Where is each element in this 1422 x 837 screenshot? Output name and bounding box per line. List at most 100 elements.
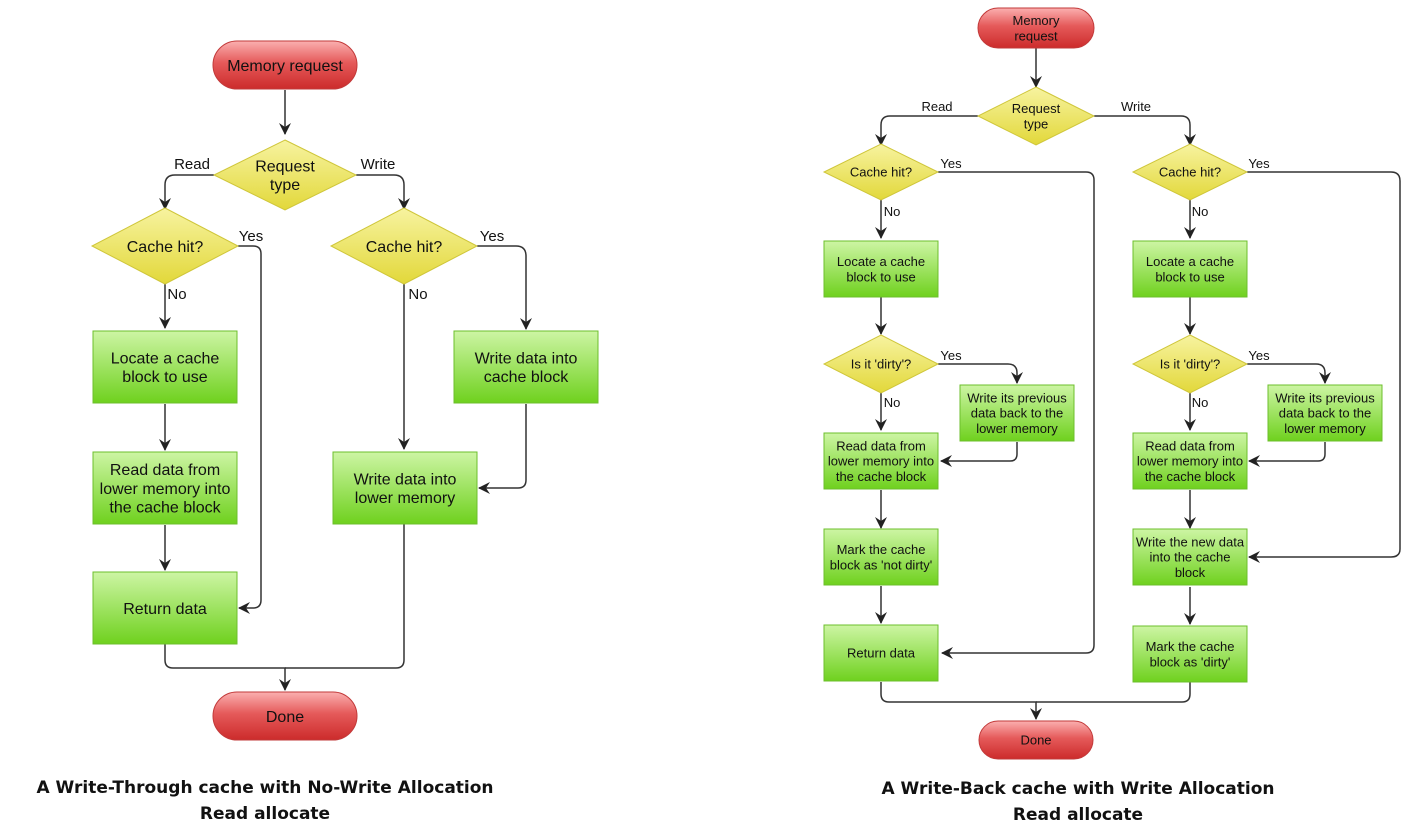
write-read-lower-process-shape [1132,432,1248,490]
done-terminal-shape [212,691,358,741]
start-terminal-shape [977,7,1095,49]
write-dirty-decision-label: Is it 'dirty'? [1160,357,1221,372]
branch-write-label: Write [361,156,396,173]
connector [159,174,214,210]
branch-read-label: Read [174,156,210,173]
return-data-process-shape [92,571,238,645]
left-caption-line1: A Write-Through cache with No-Write Allo… [36,778,494,798]
mark-not-dirty-process-shape [823,528,939,586]
write-lower-memory-process-shape [332,451,478,525]
start-terminal: Memory request [212,40,358,90]
read-cache-hit-decision-shape [822,143,940,201]
write-locate-block-process-shape [1132,240,1248,298]
connector [285,524,405,669]
connector [940,442,1018,467]
right-diagram-caption: A Write-Back cache with Write Allocation… [858,776,1298,828]
read-cache-hit-decision-label: Cache hit? [850,165,912,180]
read-cache-hit-decision-label: Cache hit? [127,239,204,256]
write-hit-yes-label: Yes [1248,156,1270,171]
connector [938,171,1095,659]
write-dirty-yes-label: Yes [1248,348,1270,363]
read-dirty-decision-shape [822,334,940,394]
read-hit-yes-label: Yes [940,156,962,171]
connector [875,115,978,146]
return-data-process-label: Return data [847,646,916,661]
write-dirty-decision: Is it 'dirty'? [1131,334,1249,394]
connector [1248,442,1326,467]
left-diagram-caption: A Write-Through cache with No-Write Allo… [30,775,500,827]
start-terminal-shape [212,40,358,90]
connector [1247,363,1331,384]
write-cache-hit-decision: Cache hit? [1131,143,1249,201]
connector [1094,115,1196,146]
write-cache-hit-decision-shape [1131,143,1249,201]
read-dirty-decision-label: Is it 'dirty'? [851,357,912,372]
read-cache-hit-decision: Cache hit? [90,207,240,285]
connector [477,245,532,330]
write-cache-block-process-shape [453,330,599,404]
connector [1247,171,1401,563]
return-data-process-shape [823,624,939,682]
read-write-back-process-shape [959,384,1075,442]
connector [478,404,527,494]
connector [1036,682,1191,703]
start-terminal-label: Memory request [227,58,343,75]
write-cache-hit-decision-label: Cache hit? [366,239,443,256]
right-caption-line1: A Write-Back cache with Write Allocation [881,779,1275,799]
read-lower-process-shape [92,451,238,525]
done-terminal: Done [212,691,358,741]
read-dirty-yes-label: Yes [940,348,962,363]
connector [880,682,1042,720]
right-caption-line2: Read allocate [1012,805,1144,825]
locate-block-process-shape [92,330,238,404]
branch-write-label: Write [1121,99,1151,114]
read-dirty-decision: Is it 'dirty'? [822,334,940,394]
write-hit-no-label: No [1192,204,1209,219]
write-cache-hit-decision-label: Cache hit? [1159,165,1221,180]
read-cache-hit-decision-shape [90,207,240,285]
request-type-decision-shape [976,86,1096,146]
connector [938,363,1023,384]
done-terminal: Done [978,720,1094,760]
write-dirty-no-label: No [1192,395,1209,410]
read-hit-no-label: No [884,204,901,219]
mark-dirty-process-shape [1132,625,1248,683]
read-dirty-no-label: No [884,395,901,410]
read-hit-no-label: No [167,286,186,303]
write-new-data-process-shape [1132,528,1248,586]
done-terminal-shape [978,720,1094,760]
done-terminal-label: Done [266,709,304,726]
return-data-process: Return data [823,624,939,682]
return-data-process: Return data [92,571,238,645]
write-cache-hit-decision: Cache hit? [329,207,479,285]
left-caption-line2: Read allocate [199,804,331,824]
connector [356,174,410,210]
read-locate-block-process-shape [823,240,939,298]
write-dirty-decision-shape [1131,334,1249,394]
